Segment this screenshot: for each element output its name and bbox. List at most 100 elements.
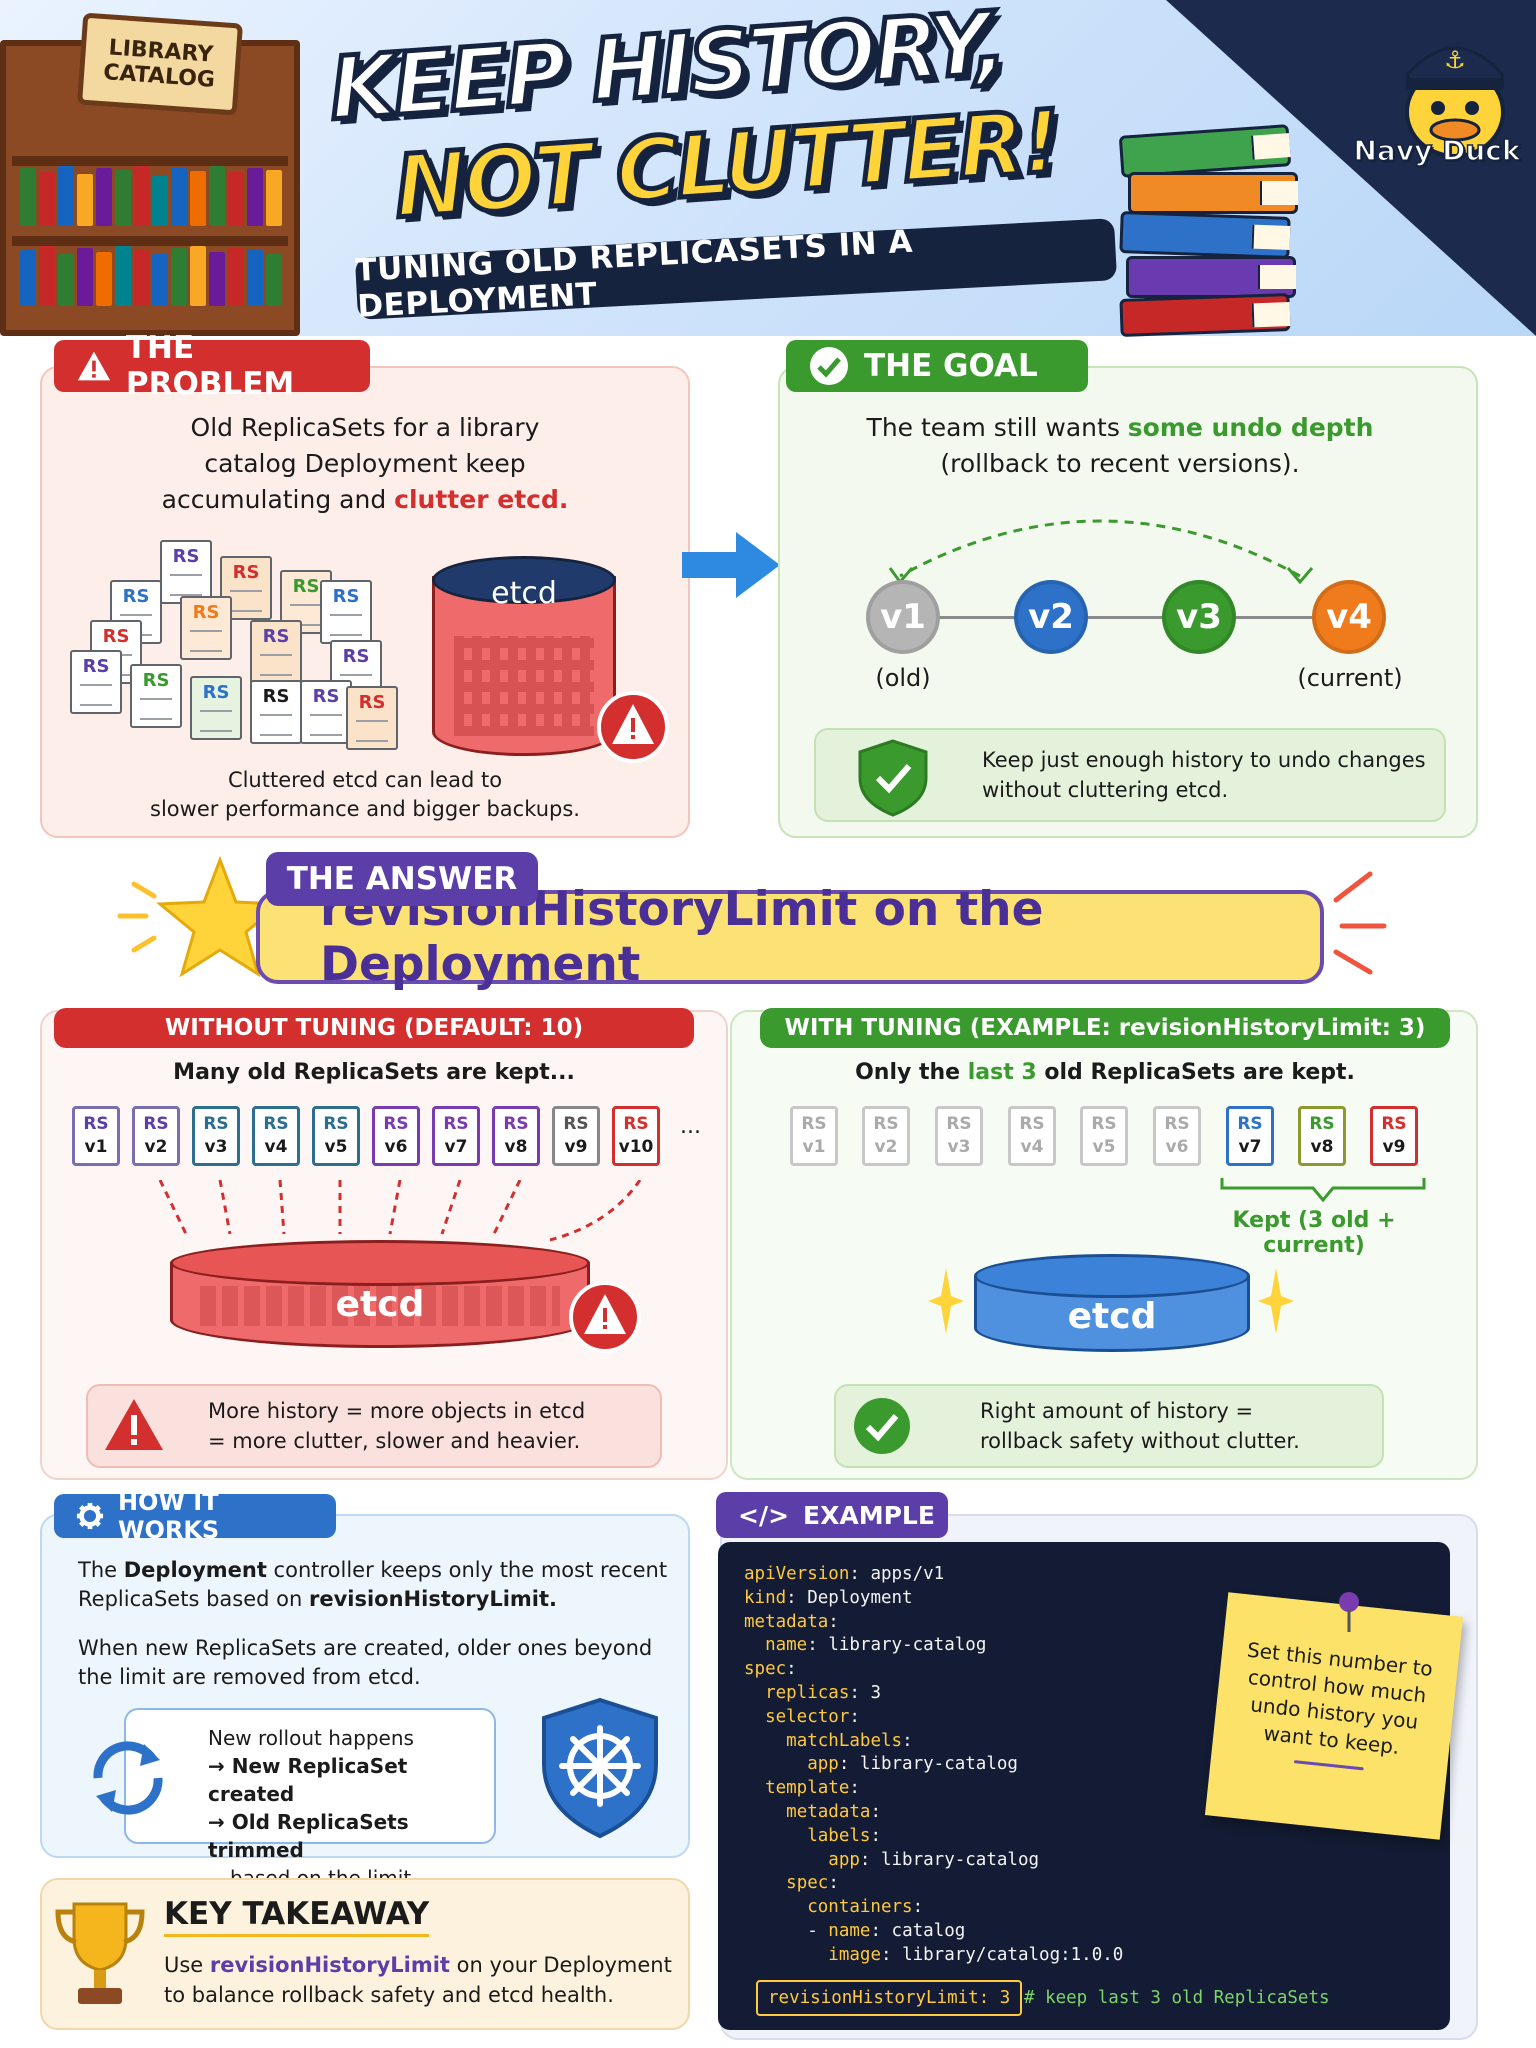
with-caption-a: Only the	[855, 1060, 968, 1085]
etcd-label: etcd	[491, 576, 557, 611]
with-caption: Only the last 3 old ReplicaSets are kept…	[760, 1060, 1450, 1085]
goal-note-line-1: Keep just enough history to undo changes	[982, 748, 1426, 772]
code-line: replicas: 3	[765, 1683, 881, 1703]
goal-text-line-1: The team still wants	[866, 413, 1128, 442]
highlight-line: revisionHistoryLimit: 3	[756, 1980, 1023, 2016]
trophy-icon	[55, 1902, 145, 2004]
without-note: More history = more objects in etcd = mor…	[86, 1384, 662, 1468]
example-label-text: EXAMPLE	[803, 1500, 935, 1530]
code-icon: </>	[738, 1500, 790, 1530]
rs-doc: RS	[320, 580, 372, 644]
problem-caption-line-2: slower performance and bigger backups.	[150, 797, 580, 821]
how-it-works-label-text: HOW IT WORKS	[117, 1488, 220, 1544]
kubernetes-shield-icon	[542, 1697, 658, 1839]
without-note-line-1: More history = more objects in etcd	[208, 1399, 586, 1423]
flow-line-3: → Old ReplicaSets trimmed	[208, 1810, 409, 1862]
code-line: selector:	[765, 1706, 860, 1727]
with-note: Right amount of history = rollback safety…	[834, 1384, 1384, 1468]
without-caption: Many old ReplicaSets are kept...	[173, 1060, 575, 1085]
flow-line-2: → New ReplicaSet created	[208, 1754, 408, 1806]
code-line: spec:	[786, 1873, 839, 1894]
without-tuning-header: WITHOUT TUNING (DEFAULT: 10)	[54, 1008, 694, 1048]
problem-caption: Cluttered etcd can lead to slower perfor…	[60, 766, 670, 824]
refresh-icon	[93, 1741, 163, 1815]
library-catalog-sign: LIBRARY CATALOG	[76, 12, 244, 116]
problem-text-highlight: clutter etcd.	[394, 485, 569, 514]
shield-check-icon	[858, 739, 928, 817]
code-line: labels:	[807, 1825, 881, 1846]
code-line: spec:	[744, 1659, 797, 1680]
burst-lines	[1333, 871, 1387, 975]
check-circle-icon	[854, 1398, 910, 1454]
code-line: metadata:	[786, 1802, 881, 1822]
version-node-v1: v1	[866, 580, 940, 654]
problem-label-text: THE PROBLEM	[125, 330, 295, 402]
code-line: kind: Deployment	[744, 1587, 913, 1608]
with-note-line-1: Right amount of history =	[980, 1399, 1254, 1423]
example-label: </> EXAMPLE	[716, 1492, 948, 1538]
rollout-flow-box: New rollout happens → New ReplicaSet cre…	[124, 1708, 496, 1890]
problem-text-line-2: catalog Deployment keep	[204, 449, 526, 478]
rs-doc: RS	[300, 680, 352, 744]
etcd-database-icon: etcd	[432, 556, 616, 774]
version-node-v4: v4	[1312, 580, 1386, 654]
code-line: template:	[765, 1778, 860, 1799]
books-stack-illustration	[1118, 120, 1298, 337]
goal-label: THE GOAL	[786, 340, 1088, 392]
version-line	[900, 616, 1350, 619]
how-it-works-label: HOW IT WORKS	[54, 1488, 336, 1544]
problem-text-line-1: Old ReplicaSets for a library	[190, 413, 540, 442]
sparkle-icon	[1258, 1268, 1294, 1334]
rs-doc: RS	[190, 676, 242, 740]
code-comment: # keep last 3 old ReplicaSets	[1024, 1988, 1330, 2008]
etcd-label: etcd	[335, 1284, 425, 1325]
key-takeaway-text: Use revisionHistoryLimit on your Deploym…	[164, 1953, 672, 2007]
gear-icon	[76, 1502, 104, 1530]
etcd-database-overloaded-icon: etcd	[170, 1240, 590, 1356]
kept-label: Kept (3 old + current)	[1232, 1208, 1396, 1258]
how-paragraph-2: When new ReplicaSets are created, older …	[78, 1636, 653, 1689]
rs-doc: RS	[110, 580, 162, 644]
without-note-line-2: = more clutter, slower and heavier.	[208, 1429, 581, 1453]
svg-text:⚓: ⚓	[1444, 46, 1466, 74]
with-note-line-2: rollback safety without clutter.	[980, 1429, 1300, 1453]
problem-text: Old ReplicaSets for a library catalog De…	[60, 410, 670, 518]
with-tuning-header: WITH TUNING (EXAMPLE: revisionHistoryLim…	[760, 1008, 1450, 1048]
arrow-right-icon	[682, 532, 780, 598]
navy-duck-mascot-icon: ⚓	[1405, 46, 1505, 158]
rs-doc: RS	[250, 620, 302, 684]
key-takeaway-title: KEY TAKEAWAY	[164, 1896, 430, 1937]
version-node-v2: v2	[1014, 580, 1088, 654]
with-caption-c: old ReplicaSets are kept.	[1036, 1060, 1355, 1085]
navy-duck-logo: Navy Duck	[1353, 133, 1521, 168]
answer-label: THE ANSWER	[266, 852, 538, 906]
goal-text-line-2: (rollback to recent versions).	[940, 449, 1300, 478]
problem-label: THE PROBLEM	[54, 330, 370, 402]
code-line: image: library/catalog:1.0.0	[828, 1944, 1124, 1965]
kept-bracket	[1220, 1178, 1426, 1203]
pin-icon	[1339, 1592, 1359, 1632]
warning-circle-icon	[597, 691, 669, 763]
sparkle-icon	[928, 1268, 964, 1334]
rs-doc: RS	[346, 686, 398, 750]
code-line: matchLabels:	[786, 1730, 913, 1751]
warning-icon	[105, 1399, 163, 1450]
goal-label-text: THE GOAL	[864, 348, 1038, 384]
etcd-database-healthy-icon: etcd	[974, 1254, 1250, 1358]
rs-doc: RS	[70, 650, 122, 714]
flow-line-1: New rollout happens	[208, 1726, 414, 1750]
